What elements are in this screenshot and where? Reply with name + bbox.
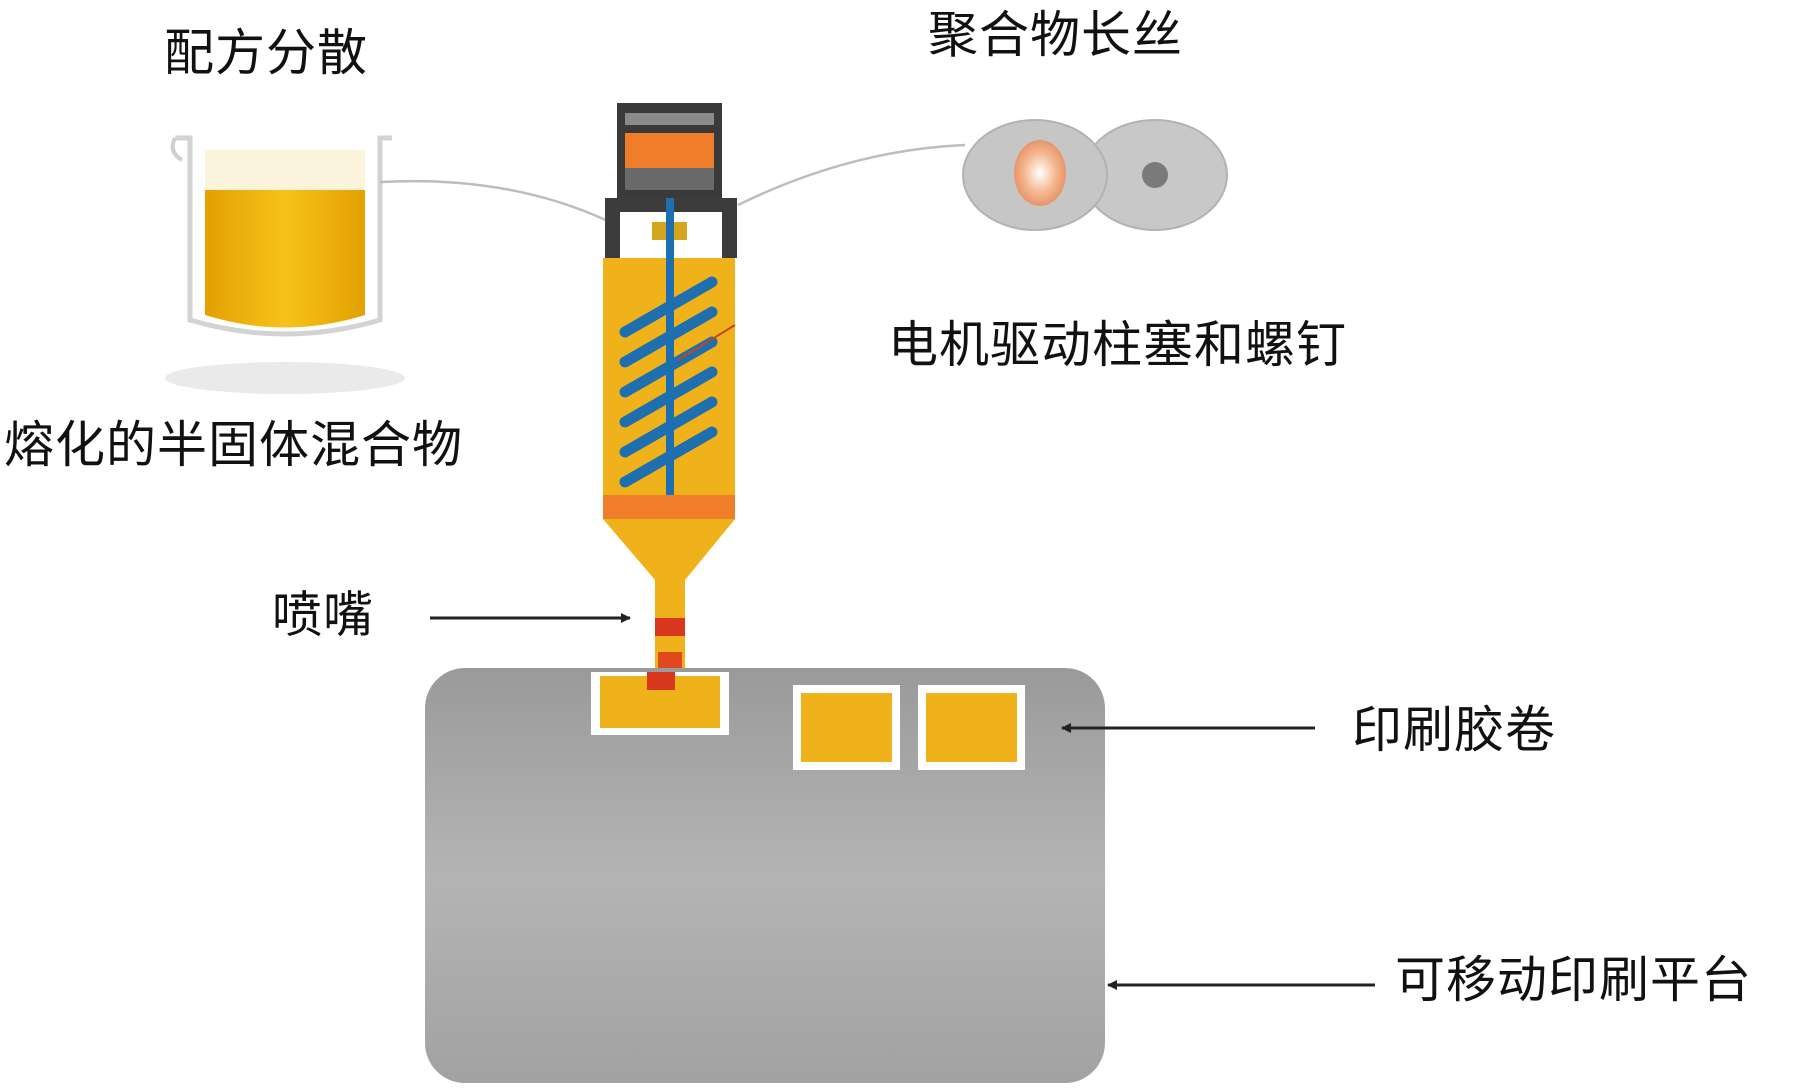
- label-polymer-filament: 聚合物长丝: [928, 6, 1183, 64]
- label-formulation-dispersion: 配方分散: [164, 24, 368, 82]
- beaker: [165, 135, 405, 394]
- label-nozzle: 喷嘴: [272, 586, 374, 644]
- filament-spools: [962, 119, 1228, 231]
- label-motor-driven-piston-screw: 电机驱动柱塞和螺钉: [888, 316, 1347, 374]
- molten-mixture-liquid: [205, 190, 365, 328]
- filament-coil: [1014, 140, 1066, 206]
- label-movable-build-platform: 可移动印刷平台: [1395, 951, 1752, 1009]
- build-platform: [425, 668, 1105, 1083]
- label-molten-semisolid-mixture: 熔化的半固体混合物: [4, 416, 463, 474]
- spool-hub: [1142, 162, 1168, 188]
- connector-filament-to-hopper: [737, 143, 966, 207]
- motor-block: [625, 133, 714, 168]
- extruder: [603, 103, 737, 680]
- connector-beaker-to-hopper: [379, 179, 611, 224]
- screw-flights: [619, 276, 718, 488]
- label-printed-tablets: 印刷胶卷: [1352, 701, 1556, 759]
